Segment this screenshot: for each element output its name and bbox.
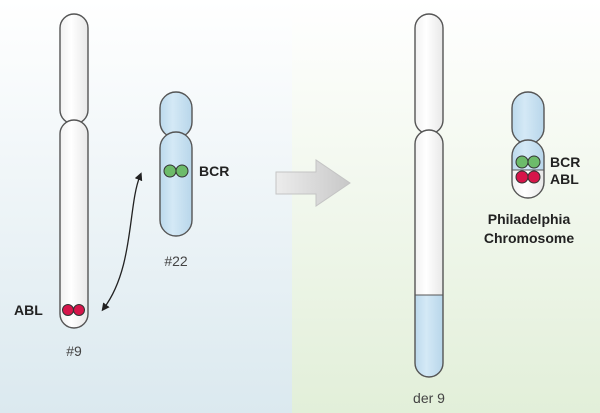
- bcr-gene-marker: [163, 164, 177, 178]
- chromosome-22-short-arm: [159, 91, 193, 139]
- der-9-short-arm: [414, 13, 444, 135]
- philadelphia-long-arm: [511, 139, 545, 199]
- der-9-number-label: der 9: [413, 390, 445, 406]
- der-9-chromosome: [414, 13, 444, 378]
- chromosome-22-number-label: #22: [164, 253, 188, 269]
- abl-gene-marker: [527, 170, 541, 184]
- abl-gene-marker: [73, 304, 85, 316]
- chromosome-9-long-arm: [59, 119, 89, 329]
- bcr-gene-marker: [515, 155, 529, 169]
- chromosome-9-short-arm: [59, 13, 89, 125]
- left-panel-background: [0, 0, 292, 413]
- chromosome-9: [59, 13, 89, 329]
- der-9-translocated-segment: [415, 295, 443, 377]
- abl-gene-marker: [515, 170, 529, 184]
- bcr-gene-marker: [175, 164, 189, 178]
- philadelphia-title-line2: Chromosome: [484, 230, 574, 246]
- philadelphia-title-line1: Philadelphia: [488, 211, 571, 227]
- bcr-gene-marker: [527, 155, 541, 169]
- abl-gene-marker: [62, 304, 74, 316]
- right-panel-background: [292, 0, 600, 413]
- chromosome-22-long-arm: [159, 131, 193, 237]
- chromosome-9-number-label: #9: [66, 343, 82, 359]
- abl-label-chromosome-9: ABL: [14, 302, 43, 318]
- chromosome-22: [159, 91, 193, 237]
- exchange-arrow: [101, 172, 143, 312]
- transition-arrow-icon: [275, 159, 351, 207]
- bcr-label-philadelphia: BCR: [550, 154, 580, 170]
- philadelphia-short-arm: [511, 91, 545, 145]
- der-9-long-arm: [414, 129, 444, 378]
- abl-label-philadelphia: ABL: [550, 171, 579, 187]
- bcr-label-chromosome-22: BCR: [199, 163, 229, 179]
- philadelphia-chromosome: [511, 91, 545, 199]
